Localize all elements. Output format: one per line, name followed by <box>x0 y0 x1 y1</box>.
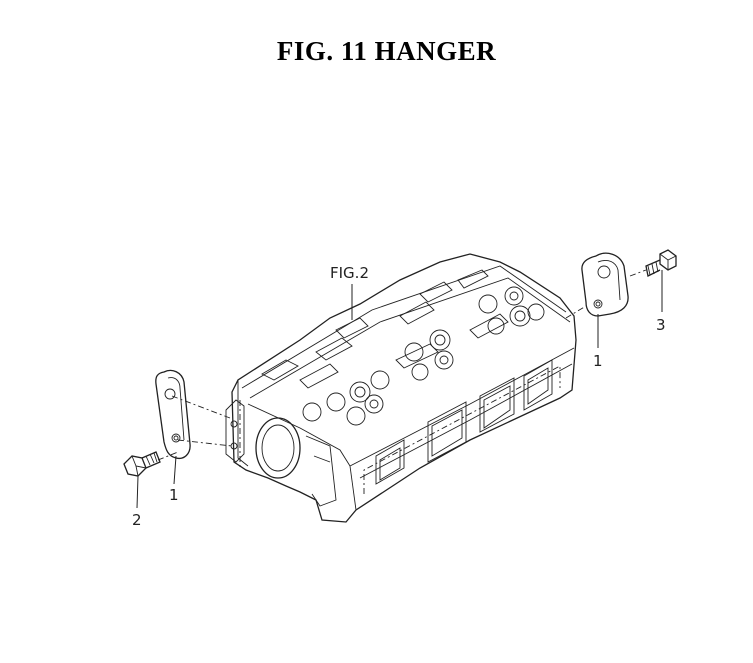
cylinder-head <box>225 253 577 523</box>
bolt-right <box>645 249 677 277</box>
callout-1-right: 1 <box>593 352 603 370</box>
bolt-left <box>123 451 161 477</box>
hanger-left <box>155 369 191 460</box>
leader-lines <box>136 270 663 509</box>
callout-1-left: 1 <box>169 486 179 504</box>
figure-title: FIG. 11 HANGER <box>276 36 497 66</box>
fig2-reference-label: FIG.2 <box>330 264 369 282</box>
hanger-right <box>581 252 629 317</box>
callout-2: 2 <box>132 511 142 529</box>
assembly-lines <box>157 269 647 461</box>
callout-3: 3 <box>656 316 666 334</box>
